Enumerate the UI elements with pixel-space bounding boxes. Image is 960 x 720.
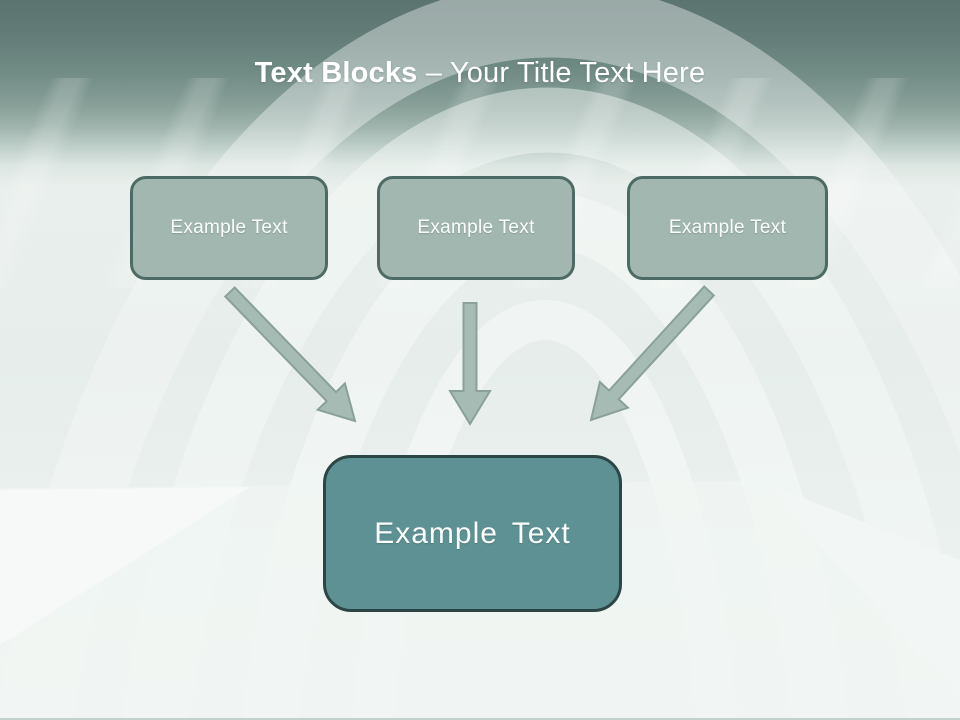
result-text-block: Example Text	[323, 455, 622, 612]
slide-bottom-edge	[0, 718, 960, 720]
floor-facet	[0, 487, 250, 645]
text-block-1-label: Example Text	[170, 217, 288, 238]
slide-title-regular: – Your Title Text Here	[425, 57, 706, 89]
text-block-1: Example Text	[130, 176, 328, 280]
arrow-diagonal-down-right-icon	[223, 286, 357, 423]
text-block-3: Example Text	[627, 176, 828, 280]
slide-title: Text Blocks – Your Title Text Here	[0, 55, 960, 91]
arch-rib	[123, 87, 960, 720]
text-block-2: Example Text	[377, 176, 575, 280]
text-block-3-label: Example Text	[668, 217, 787, 238]
floor-facet	[760, 481, 960, 700]
slide-title-bold: Text Blocks	[254, 57, 418, 89]
text-block-2-label: Example Text	[417, 217, 535, 238]
arrow-down-icon	[448, 302, 492, 426]
arch-rib	[352, 300, 738, 720]
result-text-block-label: Example Text	[374, 516, 571, 550]
arrow-diagonal-down-left-icon	[589, 285, 716, 422]
